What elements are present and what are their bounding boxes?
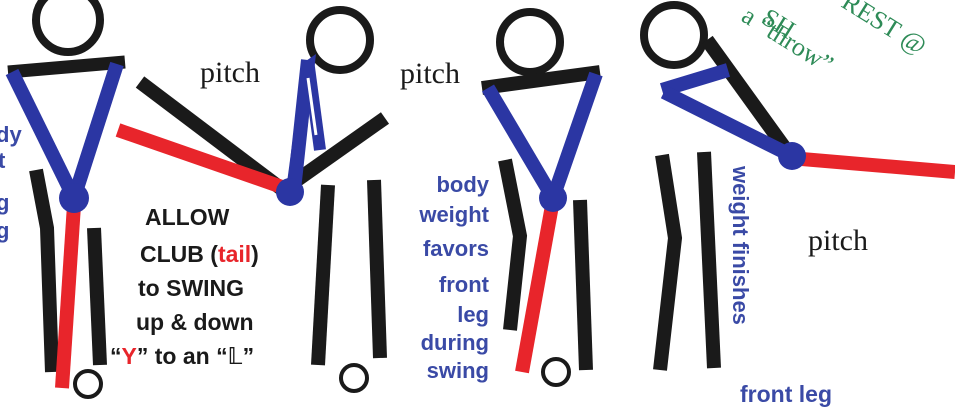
allow-line-2-a: CLUB ( bbox=[140, 241, 218, 267]
figure-1-ball bbox=[75, 371, 101, 397]
body-line-4: front bbox=[439, 272, 490, 297]
figure-3-leg-back bbox=[505, 160, 520, 330]
allow-line-5-a: “ bbox=[110, 343, 122, 369]
figure-4-head bbox=[644, 5, 704, 65]
left-cut-text-2: t bbox=[0, 148, 6, 173]
figure-2-arm-inner bbox=[308, 60, 320, 150]
figure-1-arm-right bbox=[74, 64, 117, 198]
figure-3-head bbox=[500, 12, 560, 72]
green-text-2: REST @ bbox=[837, 0, 932, 61]
body-line-7: swing bbox=[427, 358, 489, 383]
figure-3-hands bbox=[539, 184, 567, 212]
figure-1-leg-back bbox=[36, 170, 52, 372]
allow-line-2-tail: tail bbox=[218, 241, 251, 267]
left-cut-text-3: g bbox=[0, 190, 9, 215]
figure-2-hands bbox=[276, 178, 304, 206]
figure-4-leg-front bbox=[704, 152, 714, 368]
figure-1-shoulders bbox=[8, 62, 125, 72]
figure-2-leg-back bbox=[318, 185, 328, 365]
allow-line-2-c: ) bbox=[251, 241, 259, 267]
figure-3-ball bbox=[543, 359, 569, 385]
figure-4-arm-upper bbox=[662, 70, 728, 90]
figure-2-club bbox=[118, 130, 282, 187]
left-cut-text-4: g bbox=[0, 218, 9, 243]
body-line-6: during bbox=[421, 330, 489, 355]
pitch-label-2: pitch bbox=[400, 57, 460, 90]
front-leg-label: front leg bbox=[740, 381, 832, 407]
body-line-5: leg bbox=[457, 302, 489, 327]
pitch-label-3: pitch bbox=[808, 224, 868, 257]
figure-3-leg-front bbox=[580, 200, 586, 370]
figure-3-arm-back bbox=[488, 88, 553, 198]
figure-4-leg-back bbox=[660, 155, 675, 370]
allow-line-5-y: Y bbox=[122, 343, 137, 369]
allow-line-2: CLUB (tail) bbox=[140, 241, 259, 267]
figure-2-head bbox=[310, 10, 370, 70]
figure-3-arm-front bbox=[553, 74, 596, 198]
figure-4-hands bbox=[778, 142, 806, 170]
figure-1-club bbox=[62, 205, 74, 388]
allow-line-3: to SWING bbox=[138, 275, 244, 301]
figure-1-leg-front bbox=[94, 228, 100, 365]
allow-line-5: “Y” to an “𝕃” bbox=[110, 343, 254, 369]
left-cut-text-1: dy bbox=[0, 122, 22, 147]
figure-3-shoulders bbox=[482, 72, 600, 88]
body-line-3: favors bbox=[423, 236, 489, 261]
figure-3 bbox=[482, 12, 600, 385]
weight-finishes-vertical: weight finishes bbox=[728, 165, 753, 325]
allow-line-1: ALLOW bbox=[145, 204, 230, 230]
allow-line-5-c: ” to an “𝕃” bbox=[137, 343, 254, 369]
figure-3-club bbox=[522, 200, 553, 372]
body-line-1: body bbox=[436, 172, 489, 197]
body-line-2: weight bbox=[418, 202, 489, 227]
figure-1-head bbox=[36, 0, 100, 52]
figure-2-ball bbox=[341, 365, 367, 391]
figure-4-club bbox=[790, 158, 955, 172]
figure-2-leg-front bbox=[374, 180, 380, 358]
figure-1 bbox=[8, 0, 125, 397]
allow-line-4: up & down bbox=[136, 309, 254, 335]
figure-1-hands bbox=[59, 183, 89, 213]
pitch-label-1: pitch bbox=[200, 56, 260, 89]
